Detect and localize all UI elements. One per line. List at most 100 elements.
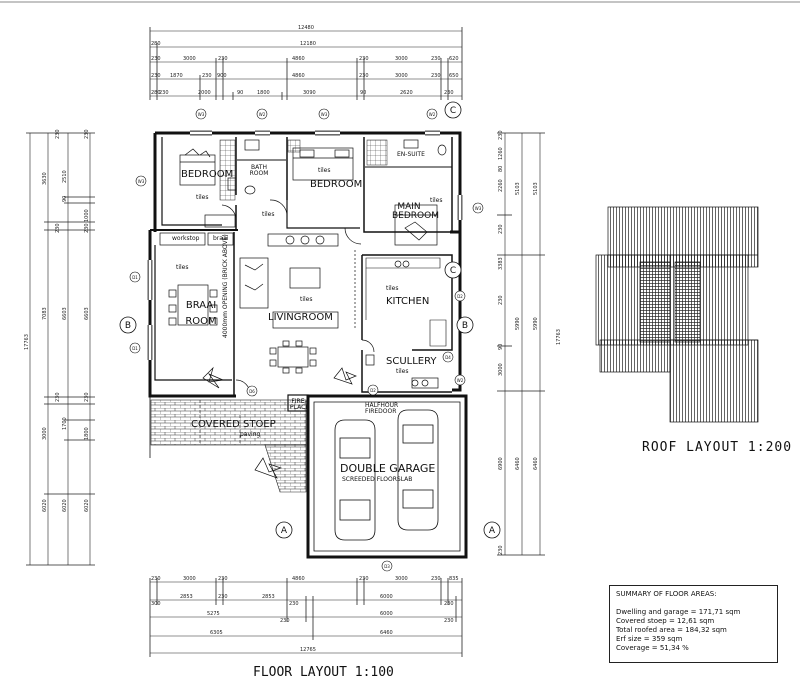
svg-text:230: 230: [359, 73, 369, 79]
summary-line: Coverage = 51,34 %: [616, 644, 689, 652]
svg-text:230: 230: [498, 295, 504, 305]
svg-text:6000: 6000: [380, 594, 393, 600]
svg-text:3000: 3000: [498, 363, 504, 376]
svg-text:230: 230: [55, 392, 61, 402]
floor-area-summary: SUMMARY OF FLOOR AREAS: Dwelling and gar…: [609, 585, 778, 663]
summary-line: Erf size = 359 sqm: [616, 635, 683, 643]
roof-layout-title: ROOF LAYOUT 1:200: [642, 440, 792, 455]
svg-text:D1: D1: [132, 275, 138, 280]
svg-text:2510: 2510: [62, 170, 68, 183]
note-screeded-floorslab: SCREEDED FLOORSLAB: [342, 476, 413, 483]
svg-text:2000: 2000: [198, 90, 211, 96]
garage-cars: [334, 409, 439, 541]
svg-text:230: 230: [498, 130, 504, 140]
tiles-label-2: tiles: [262, 211, 275, 218]
section-a-right: A: [489, 526, 496, 536]
svg-text:3000: 3000: [395, 56, 408, 62]
section-b-right: B: [462, 321, 468, 331]
kitchen-fittings: [365, 260, 439, 389]
svg-text:90: 90: [62, 196, 68, 202]
svg-text:W2: W2: [259, 112, 266, 117]
svg-text:300: 300: [151, 601, 161, 607]
svg-text:17763: 17763: [556, 329, 562, 345]
svg-text:230: 230: [151, 73, 161, 79]
svg-text:230: 230: [444, 601, 454, 607]
svg-text:12180: 12180: [300, 41, 316, 47]
svg-text:5990: 5990: [533, 317, 539, 330]
svg-text:230: 230: [431, 576, 441, 582]
left-dimension-text: 17763 3630 2510 90 1000 7083 6603 6603 3…: [24, 129, 90, 512]
svg-text:90: 90: [498, 344, 504, 350]
svg-text:W3: W3: [138, 179, 145, 184]
svg-text:6020: 6020: [62, 499, 68, 512]
svg-text:6305: 6305: [210, 630, 223, 636]
svg-text:230: 230: [444, 90, 454, 96]
section-a-left: A: [281, 526, 288, 536]
svg-text:W3: W3: [475, 206, 482, 211]
svg-text:5103: 5103: [515, 182, 521, 195]
svg-text:1260: 1260: [498, 147, 504, 160]
svg-text:230: 230: [218, 576, 228, 582]
svg-text:12480: 12480: [298, 25, 314, 31]
svg-text:280: 280: [151, 41, 161, 47]
room-label-kitchen: KITCHEN: [386, 296, 430, 307]
beds: [179, 147, 438, 246]
room-label-living-room: LIVINGROOM: [268, 312, 333, 323]
svg-text:3383: 3383: [498, 257, 504, 270]
room-label-braai-room: BRAAI ROOM: [185, 300, 217, 327]
svg-text:3000: 3000: [42, 427, 48, 440]
room-label-double-garage: DOUBLE GARAGE: [340, 462, 436, 475]
svg-text:3000: 3000: [395, 576, 408, 582]
svg-text:230: 230: [84, 223, 90, 233]
note-opening: 4000mm OPENING (BRICK ABOVE): [222, 234, 229, 338]
note-halfhour-firedoor: HALFHOUR FIREDOOR: [365, 402, 399, 415]
svg-text:D6: D6: [249, 389, 255, 394]
svg-text:230: 230: [444, 618, 454, 624]
floor-layout-title: FLOOR LAYOUT 1:100: [253, 665, 394, 680]
svg-text:6900: 6900: [498, 457, 504, 470]
svg-text:2853: 2853: [262, 594, 275, 600]
note-paving: paving: [240, 431, 261, 438]
stoep-paving: [150, 399, 307, 446]
svg-text:230: 230: [289, 601, 299, 607]
room-label-bedroom-2: BEDROOM: [310, 179, 363, 190]
note-workstop: workstop: [172, 235, 200, 242]
svg-text:W2: W2: [457, 378, 464, 383]
svg-text:W3: W3: [321, 112, 328, 117]
section-markers: [119, 101, 501, 539]
summary-line: Dwelling and garage = 171,71 sqm: [616, 608, 741, 616]
svg-text:90: 90: [360, 90, 366, 96]
svg-text:900: 900: [217, 73, 227, 79]
svg-text:3000: 3000: [395, 73, 408, 79]
svg-text:3000: 3000: [183, 576, 196, 582]
room-label-en-suite: EN-SUITE: [397, 151, 425, 158]
top-dimension-text: 12480 280 12180 230 3000 230 4860 230 3000 230 6…: [151, 25, 459, 96]
svg-text:230: 230: [84, 392, 90, 402]
svg-text:230: 230: [359, 56, 369, 62]
svg-text:230: 230: [431, 56, 441, 62]
room-label-bedroom-1: BEDROOM: [181, 169, 234, 180]
svg-text:2260: 2260: [498, 179, 504, 192]
svg-text:4860: 4860: [292, 73, 305, 79]
note-braai: braai: [213, 235, 229, 242]
svg-text:6603: 6603: [84, 307, 90, 320]
svg-text:D4: D4: [445, 355, 451, 360]
svg-text:1800: 1800: [84, 427, 90, 440]
svg-text:12765: 12765: [300, 647, 316, 653]
svg-text:280: 280: [151, 90, 161, 96]
roof-layout: [595, 206, 759, 423]
living-furniture: [239, 233, 357, 385]
svg-text:6020: 6020: [84, 499, 90, 512]
svg-text:6603: 6603: [62, 307, 68, 320]
svg-text:2853: 2853: [180, 594, 193, 600]
braai-furniture: [159, 232, 234, 389]
svg-text:230: 230: [218, 56, 228, 62]
tiles-label-8: tiles: [396, 368, 409, 375]
svg-text:6020: 6020: [42, 499, 48, 512]
section-c-mid: C: [450, 266, 456, 276]
tiles-label-1: tiles: [196, 194, 209, 201]
svg-text:80: 80: [498, 166, 504, 172]
svg-text:620: 620: [449, 56, 459, 62]
svg-text:4860: 4860: [292, 56, 305, 62]
